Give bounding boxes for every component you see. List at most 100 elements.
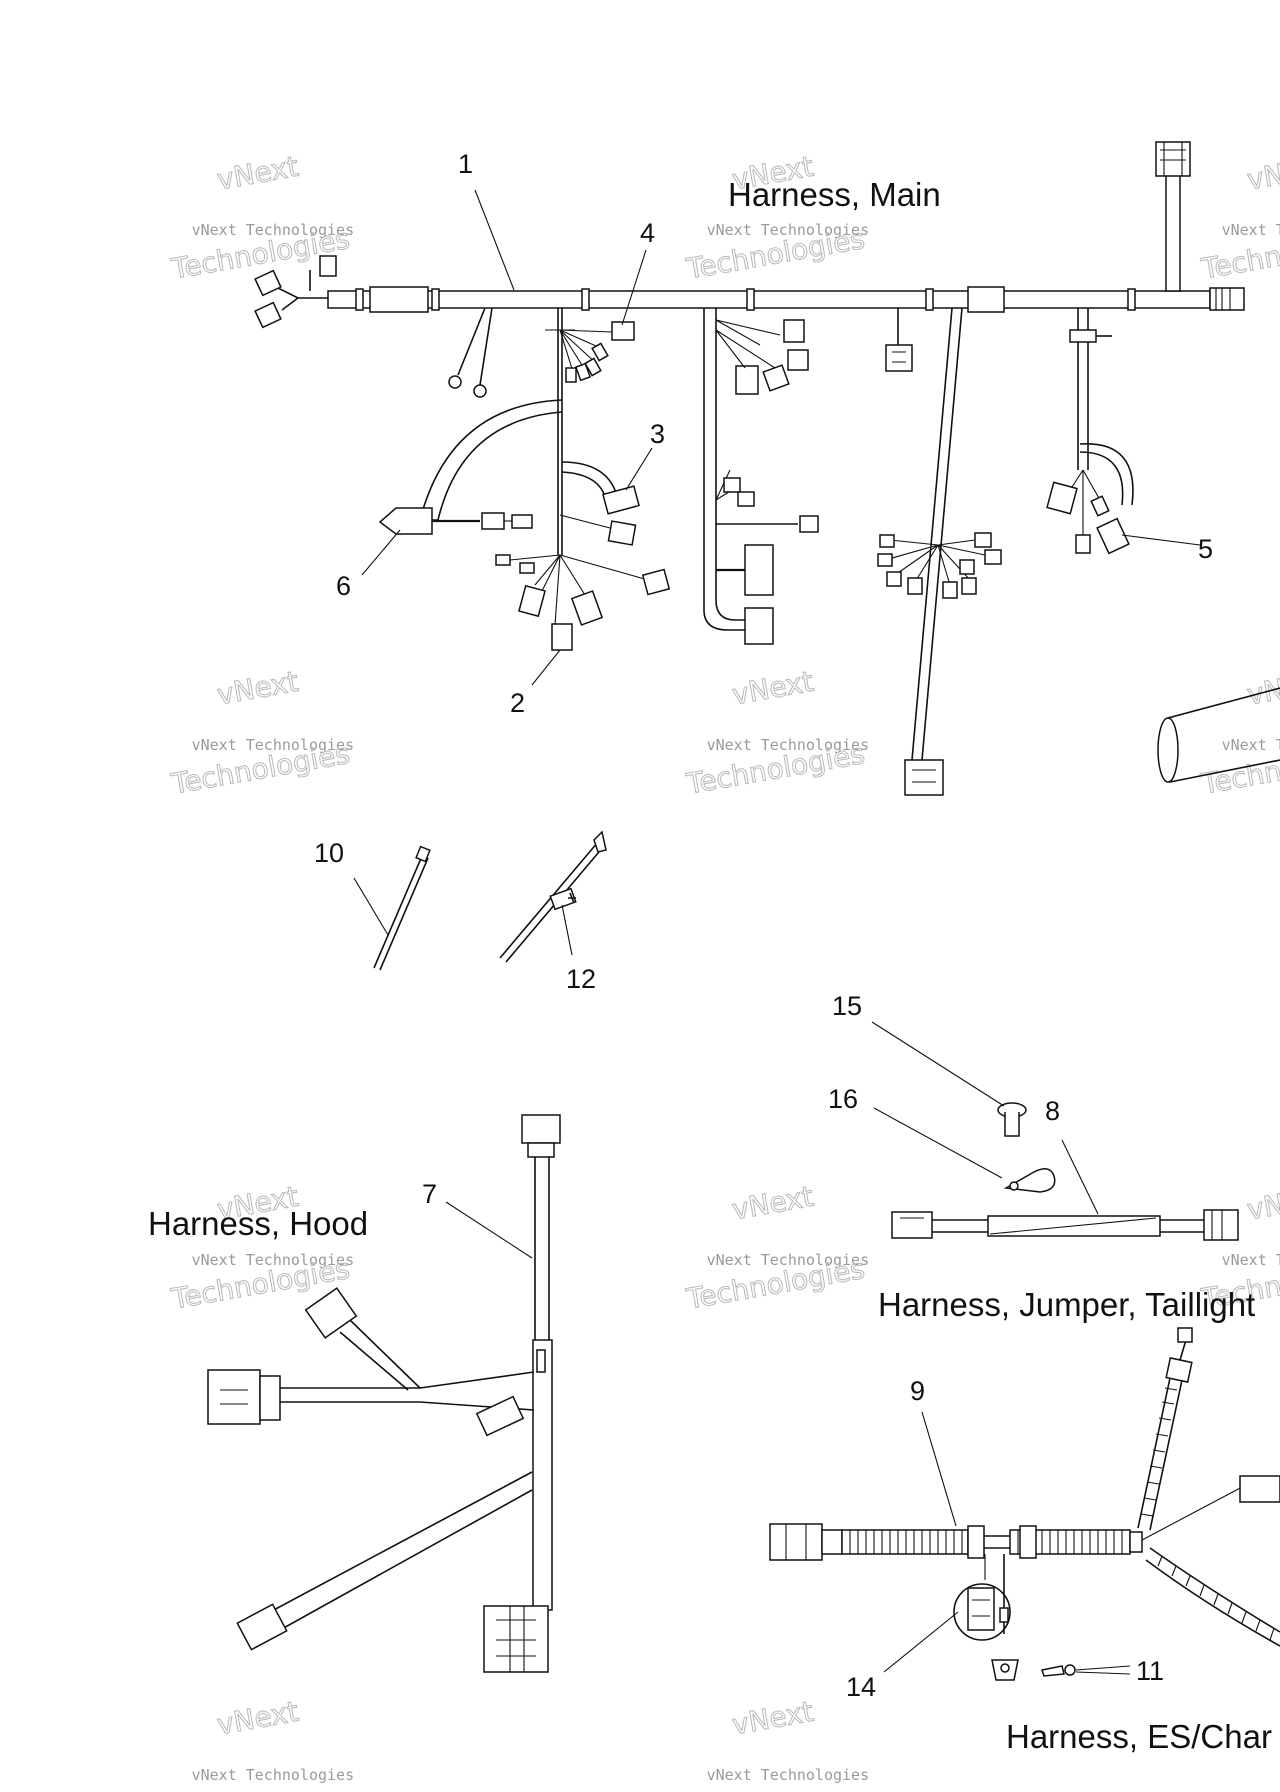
connector-item-2 (551, 623, 573, 651)
hood-bottom-connector (483, 1605, 549, 1673)
callout-14: 14 (846, 1672, 876, 1702)
watermark-text: vNext (215, 150, 301, 197)
connector (735, 365, 759, 395)
cable-tie-strap (373, 855, 429, 971)
ring-terminal (448, 375, 462, 389)
jumper-wire (932, 1219, 988, 1233)
watermark: vNext vNext Technologies Technologies (1198, 149, 1280, 286)
tube-end (1129, 1531, 1143, 1553)
long-branch (911, 307, 963, 761)
pigtail-wires (277, 287, 328, 311)
watermark: vNext vNext Technologies Technologies (683, 1179, 870, 1316)
watermark-text: vNext Technologies (192, 1766, 355, 1784)
top-connector (1155, 141, 1191, 177)
watermark-text: vNext (730, 1695, 816, 1742)
connector (974, 532, 992, 548)
connector-ribs (496, 1606, 536, 1672)
callout-9: 9 (910, 1376, 925, 1406)
hood-harness: 7 Harness, Hood (148, 1114, 561, 1673)
es-harness: 9 14 11 Harness, ES/Char (769, 1327, 1280, 1755)
connector (959, 559, 975, 575)
es-wire (984, 1535, 1010, 1549)
splice-item-6 (378, 507, 433, 535)
watermark-text: vNext Technologies (707, 1251, 870, 1269)
es-right-connector (1239, 1475, 1280, 1503)
cable-tie-item-10: 10 (314, 838, 431, 971)
jumper-wire (1160, 1219, 1204, 1233)
clamp-hole (1009, 1181, 1019, 1191)
callout-15: 15 (832, 991, 862, 1021)
watermark-text: vNext Technologies (707, 1766, 870, 1784)
watermark-text: vNext Technologies (1222, 1251, 1280, 1269)
hood-lower-connector (236, 1603, 288, 1651)
leader-line-16 (873, 1107, 1003, 1179)
callout-16: 16 (828, 1084, 858, 1114)
hood-connector (304, 1287, 358, 1339)
callout-10: 10 (314, 838, 344, 868)
watermark-text: vNext Technologies (192, 221, 355, 239)
leader-line-1 (474, 189, 515, 291)
connector (942, 581, 958, 599)
terminal (574, 362, 592, 382)
watermark-text: vNext Technologies (1222, 221, 1280, 239)
connector (254, 269, 282, 297)
es-upper-tube (1137, 1377, 1183, 1531)
middle-branch (703, 308, 745, 631)
connector (511, 514, 533, 529)
hood-lower-branch (269, 1471, 533, 1631)
connector (885, 344, 913, 372)
terminal (584, 357, 602, 377)
connector (319, 255, 337, 277)
es-terminal (1177, 1327, 1193, 1343)
connector-ribs (785, 1524, 807, 1560)
center-branch (557, 308, 563, 555)
title-harness-hood: Harness, Hood (148, 1205, 368, 1242)
curved-sleeve (419, 399, 563, 521)
connector (1075, 534, 1091, 554)
connector-collar (527, 1142, 555, 1158)
tube-clip (967, 1525, 985, 1559)
leader-line-7 (445, 1201, 533, 1259)
callout-5: 5 (1198, 534, 1213, 564)
screw-head (1064, 1664, 1076, 1676)
connector (787, 349, 809, 371)
leader-line-3 (625, 447, 653, 491)
watermark: vNext vNext Technologies Technologies (683, 149, 870, 286)
watermark-text: vNext (730, 1180, 816, 1227)
callout-11: 11 (1136, 1656, 1164, 1686)
connector (254, 301, 282, 329)
relay-ribs (972, 1599, 990, 1617)
leader-line-4 (621, 249, 647, 326)
main-harness: Harness, Main 1 4 3 5 6 2 (254, 141, 1280, 796)
watermark-text: vNext Technologies (192, 736, 355, 754)
watermark-text: vNext Technologies (707, 221, 870, 239)
connector-block (744, 607, 774, 645)
connector-item-3 (602, 485, 640, 515)
fan-wires (884, 539, 986, 586)
connector (641, 568, 671, 596)
connector (762, 364, 790, 392)
leader-line-12 (561, 904, 573, 956)
es-left-connector (769, 1523, 823, 1561)
connector-collar (821, 1529, 843, 1555)
wire (715, 329, 776, 369)
es-top-connector (1165, 1357, 1193, 1383)
hood-trunk-sleeve (532, 1339, 553, 1611)
watermark: vNext vNext Technologies (192, 1694, 355, 1784)
branch-clip (1069, 329, 1097, 343)
ground-wires (457, 307, 493, 386)
watermark-text: vNext (215, 1695, 301, 1742)
detail-circle-item-14 (953, 1583, 1011, 1641)
watermark: vNext vNext Technologies (707, 1694, 870, 1784)
wire (1179, 1339, 1187, 1361)
tube-clip (1019, 1525, 1037, 1559)
connector-ribs (1211, 1210, 1223, 1240)
callout-1: 1 (458, 149, 473, 179)
watermark: vNext vNext Technologies Technologies (683, 664, 869, 801)
leader-line-5 (1121, 534, 1201, 546)
ring-terminal (473, 384, 487, 398)
arc-sleeve-item-5 (1079, 443, 1134, 506)
connector (518, 584, 546, 618)
watermark-text: vNext (1245, 665, 1280, 712)
